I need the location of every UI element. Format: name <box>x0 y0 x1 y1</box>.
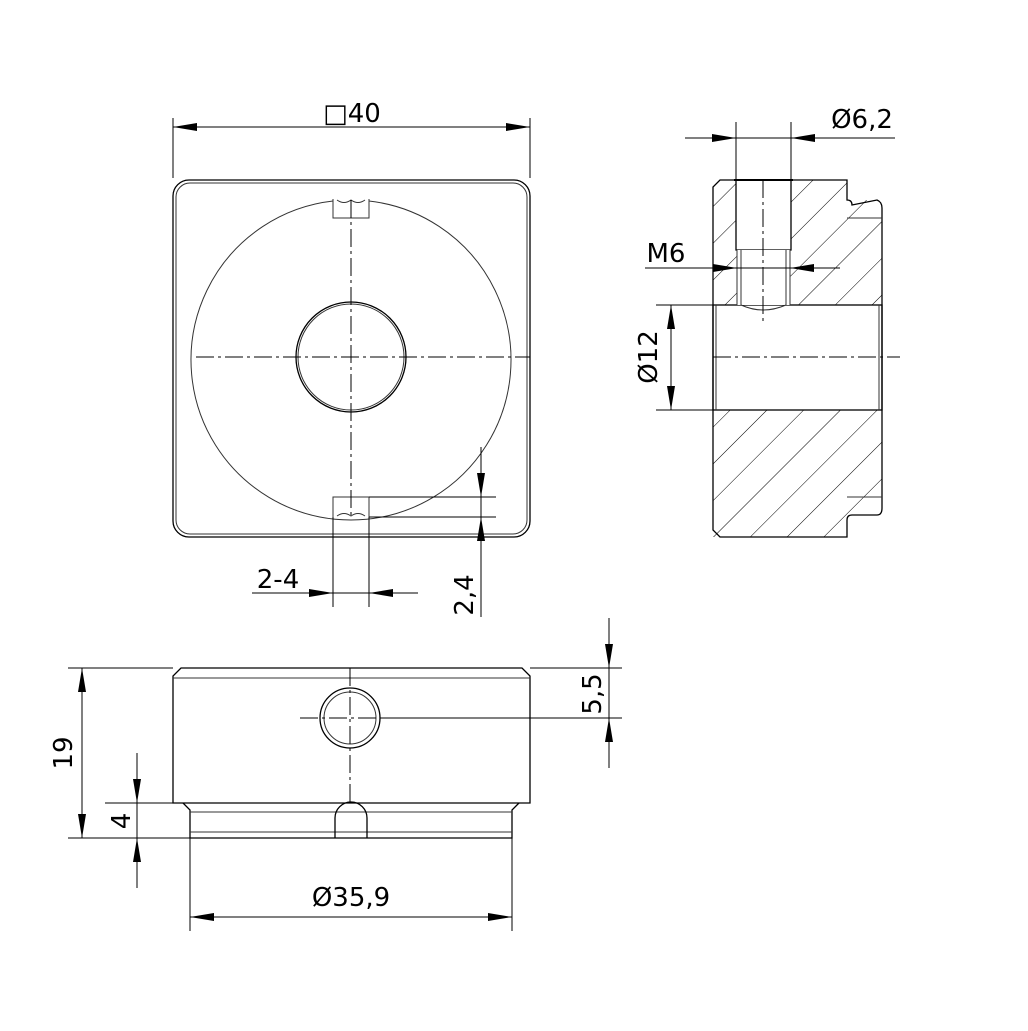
top-view: □40 2-4 2,4 <box>172 99 531 617</box>
flange-diameter-label: Ø35,9 <box>312 883 390 913</box>
square-outline <box>172 179 531 538</box>
notch <box>334 801 368 838</box>
section-outline <box>712 179 883 538</box>
square-dim-label: □40 <box>323 99 381 129</box>
body-outline <box>172 667 531 804</box>
thread <box>736 250 791 305</box>
flange-outline <box>182 802 520 839</box>
hole-pos-dim-label: 5,5 <box>578 673 608 714</box>
slot-depth-label: 2,4 <box>450 574 480 615</box>
bore <box>712 304 883 411</box>
section-view: Ø6,2 M6 Ø12 <box>634 105 900 538</box>
flange-dim-label: 4 <box>107 813 137 830</box>
square-chamfer <box>175 182 528 535</box>
bore-dim-label: Ø12 <box>634 330 664 384</box>
slot-dim-label: 2-4 <box>257 565 299 595</box>
height-dim-label: 19 <box>49 736 79 769</box>
outer-circle <box>190 200 512 521</box>
counterbore-dim-label: Ø6,2 <box>831 105 893 135</box>
thread-dim-label: M6 <box>647 239 686 269</box>
front-view: 19 4 5,5 Ø35,9 <box>49 618 622 931</box>
